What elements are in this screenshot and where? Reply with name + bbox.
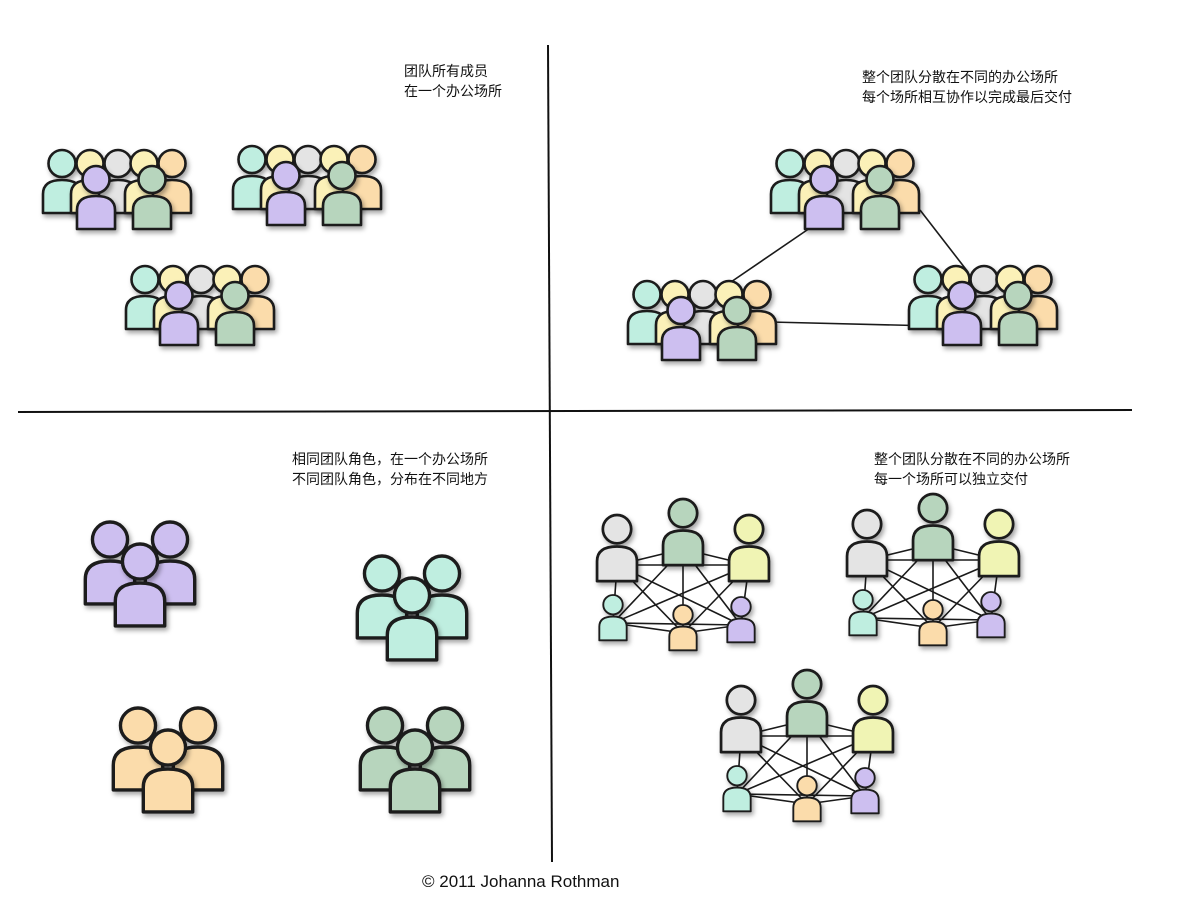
quadrant-divider-horizontal bbox=[17, 409, 1133, 413]
role-member-icon bbox=[388, 728, 442, 814]
caption-distributed-collaborating: 整个团队分散在不同的办公场所 每个场所相互协作以完成最后交付 bbox=[862, 70, 1072, 106]
site-member-icon bbox=[785, 668, 829, 738]
site-link bbox=[919, 209, 969, 273]
team-member-icon bbox=[265, 160, 307, 227]
team-member-icon bbox=[131, 164, 173, 231]
team-member-icon bbox=[941, 280, 983, 347]
team-member-icon bbox=[158, 280, 200, 347]
team-member-icon bbox=[803, 164, 845, 231]
site-member-icon bbox=[668, 604, 698, 652]
copyright-notice: © 2011 Johanna Rothman bbox=[422, 872, 620, 891]
site-member-icon bbox=[850, 767, 880, 815]
site-member-icon bbox=[845, 508, 889, 578]
caption-independent-sites: 整个团队分散在不同的办公场所 每一个场所可以独立交付 bbox=[874, 452, 1070, 488]
caption-role-based-locations: 相同团队角色，在一个办公场所 不同团队角色，分布在不同地方 bbox=[292, 452, 488, 488]
site-member-icon bbox=[722, 765, 752, 813]
site-link bbox=[727, 227, 811, 285]
network-link bbox=[612, 622, 742, 626]
network-link bbox=[612, 564, 750, 624]
team-member-icon bbox=[321, 160, 363, 227]
network-link bbox=[862, 559, 1000, 619]
site-member-icon bbox=[976, 591, 1006, 639]
team-member-icon bbox=[859, 164, 901, 231]
network-link bbox=[736, 793, 866, 797]
role-member-icon bbox=[141, 728, 195, 814]
caption-colocated-team: 团队所有成员 在一个办公场所 bbox=[404, 64, 502, 100]
network-link bbox=[862, 617, 992, 621]
site-member-icon bbox=[848, 589, 878, 637]
team-member-icon bbox=[997, 280, 1039, 347]
site-member-icon bbox=[851, 684, 895, 754]
team-member-icon bbox=[716, 295, 758, 362]
site-member-icon bbox=[598, 594, 628, 642]
role-member-icon bbox=[385, 576, 439, 662]
site-member-icon bbox=[911, 492, 955, 562]
team-member-icon bbox=[214, 280, 256, 347]
team-member-icon bbox=[660, 295, 702, 362]
team-member-icon bbox=[75, 164, 117, 231]
site-member-icon bbox=[792, 775, 822, 823]
network-link bbox=[736, 735, 874, 795]
people-icons bbox=[41, 144, 1059, 823]
site-member-icon bbox=[727, 513, 771, 583]
site-member-icon bbox=[661, 497, 705, 567]
quadrant-divider-vertical bbox=[547, 44, 553, 863]
site-member-icon bbox=[595, 513, 639, 583]
role-member-icon bbox=[113, 542, 167, 628]
site-member-icon bbox=[719, 684, 763, 754]
site-member-icon bbox=[977, 508, 1021, 578]
site-member-icon bbox=[726, 596, 756, 644]
site-member-icon bbox=[918, 599, 948, 647]
